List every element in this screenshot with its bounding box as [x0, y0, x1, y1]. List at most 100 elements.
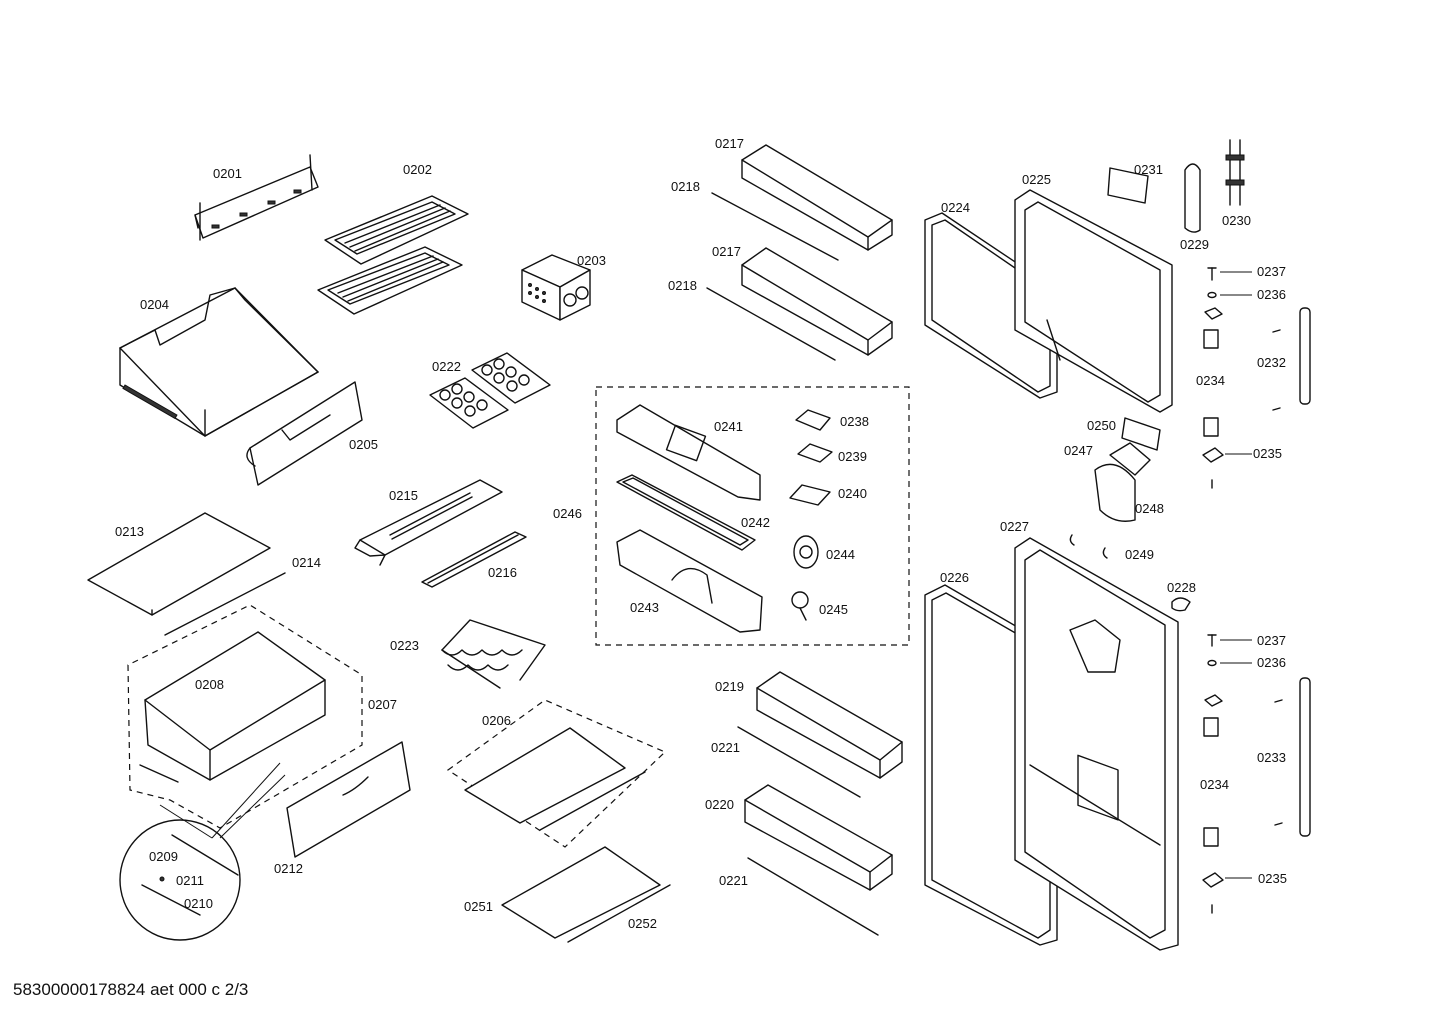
part-0225-freezer-door: [1014, 189, 1173, 413]
part-0214-trim-strip: [164, 572, 286, 636]
label-0231: 0231: [1134, 162, 1163, 177]
part-0216-vent-grille: [421, 531, 527, 588]
part-0233-handle-bar: [1274, 677, 1311, 837]
label-0246: 0246: [553, 506, 582, 521]
part-0248-cover: [1094, 463, 1136, 522]
label-0217-second: 0217: [712, 244, 741, 259]
label-0252: 0252: [628, 916, 657, 931]
part-0202-wire-shelves: [317, 195, 469, 315]
drawing-reference-code: 58300000178824 aet 000 c 2/3: [13, 980, 249, 999]
label-0244: 0244: [826, 547, 855, 562]
label-0208: 0208: [195, 677, 224, 692]
part-0219-door-shelf: [756, 671, 903, 779]
label-0221-lower: 0221: [719, 873, 748, 888]
label-0233: 0233: [1257, 750, 1286, 765]
part-0237-screw-upper: [1207, 267, 1252, 281]
part-0227-fridge-door: [1014, 537, 1179, 951]
part-0249-clips: [1069, 534, 1108, 559]
label-0230: 0230: [1222, 213, 1251, 228]
label-0242: 0242: [741, 515, 770, 530]
part-0203-control-block: [521, 254, 591, 321]
label-0247: 0247: [1064, 443, 1093, 458]
label-0235-lower: 0235: [1258, 871, 1287, 886]
part-0213-glass-shelf: [87, 512, 271, 616]
part-0246-group-outline: [595, 386, 910, 646]
label-0209: 0209: [149, 849, 178, 864]
label-0210: 0210: [184, 896, 213, 911]
part-0228-hinge-cap: [1171, 597, 1191, 612]
label-0203: 0203: [577, 253, 606, 268]
label-0218-second: 0218: [668, 278, 697, 293]
part-0223-bottle-rack: [441, 619, 546, 689]
label-0237-upper: 0237: [1257, 264, 1286, 279]
part-0251-glass-plate: [501, 846, 661, 939]
label-0224: 0224: [941, 200, 970, 215]
label-0213: 0213: [115, 524, 144, 539]
label-0240: 0240: [838, 486, 867, 501]
part-0230-hinge: [1225, 139, 1245, 206]
part-0247-housing: [1109, 442, 1151, 476]
label-0226: 0226: [940, 570, 969, 585]
part-0209-detail-circle: [119, 762, 286, 941]
part-0221-strip-upper: [737, 726, 861, 798]
label-0245: 0245: [819, 602, 848, 617]
part-0234-bracket-upper: [1203, 307, 1223, 437]
label-0250: 0250: [1087, 418, 1116, 433]
label-0241: 0241: [714, 419, 743, 434]
label-0243: 0243: [630, 600, 659, 615]
label-0236-lower: 0236: [1257, 655, 1286, 670]
part-0232-handle-bar: [1272, 307, 1311, 411]
part-0226-fridge-gasket: [924, 584, 1058, 946]
label-0235-upper: 0235: [1253, 446, 1282, 461]
part-0212-crisper-front: [286, 741, 411, 858]
part-0218-strip-second: [706, 287, 836, 361]
part-0241-dispenser-housing: [616, 404, 761, 501]
part-0235-clip-lower: [1202, 872, 1252, 914]
part-0242-seal-frame: [616, 474, 756, 551]
part-0206-glass-shelf: [446, 699, 667, 848]
label-0248: 0248: [1135, 501, 1164, 516]
label-0204: 0204: [140, 297, 169, 312]
label-0239: 0239: [838, 449, 867, 464]
part-0244-valve: [793, 535, 819, 569]
part-0236-washer-lower: [1207, 659, 1252, 667]
part-0222-egg-trays: [429, 352, 551, 429]
part-0252-trim-strip: [567, 884, 671, 943]
label-0215: 0215: [389, 488, 418, 503]
label-0249: 0249: [1125, 547, 1154, 562]
part-0215-light-cover: [354, 479, 503, 566]
label-0217-top: 0217: [715, 136, 744, 151]
part-0235-clip-upper: [1202, 447, 1252, 489]
part-0234-bracket-lower: [1203, 694, 1223, 847]
label-0220: 0220: [705, 797, 734, 812]
label-0228: 0228: [1167, 580, 1196, 595]
label-0212: 0212: [274, 861, 303, 876]
part-0217-door-shelf-top: [741, 144, 893, 251]
part-0238-button: [795, 409, 831, 431]
part-0231-label: [1107, 167, 1149, 204]
part-0243-dispenser-tray: [616, 529, 763, 633]
part-0239-pad: [797, 443, 833, 463]
label-0234-lower: 0234: [1200, 777, 1229, 792]
label-0225: 0225: [1022, 172, 1051, 187]
label-0221-upper: 0221: [711, 740, 740, 755]
label-0219: 0219: [715, 679, 744, 694]
label-0223: 0223: [390, 638, 419, 653]
part-0220-door-shelf: [744, 784, 893, 891]
part-0205-drawer-front: [246, 381, 363, 486]
label-0227: 0227: [1000, 519, 1029, 534]
label-0218-top: 0218: [671, 179, 700, 194]
label-0236-upper: 0236: [1257, 287, 1286, 302]
part-0236-washer-upper: [1207, 291, 1252, 299]
label-0232: 0232: [1257, 355, 1286, 370]
label-0214: 0214: [292, 555, 321, 570]
part-0237-screw-lower: [1207, 634, 1252, 647]
part-0217-door-shelf-second: [741, 247, 893, 356]
part-0201-back-panel: [194, 154, 319, 241]
label-0222: 0222: [432, 359, 461, 374]
part-0245-fitting: [791, 591, 809, 621]
label-0251: 0251: [464, 899, 493, 914]
part-0221-strip-lower: [747, 857, 879, 936]
label-0229: 0229: [1180, 237, 1209, 252]
